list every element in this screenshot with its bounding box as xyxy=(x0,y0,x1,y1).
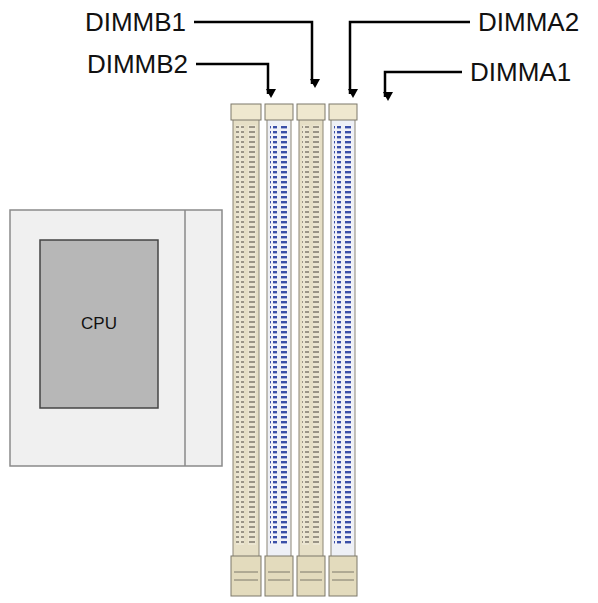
leader-line xyxy=(350,22,470,94)
slot-label: DIMMB1 xyxy=(85,8,186,36)
leader-lines xyxy=(194,22,470,97)
cpu-socket xyxy=(10,210,222,466)
leader-line xyxy=(194,22,312,84)
dimm-slots xyxy=(231,104,357,596)
dimm-slot xyxy=(231,104,261,596)
chip-label: CPU xyxy=(81,314,117,334)
dimm-slot xyxy=(329,104,357,596)
dimm-slot xyxy=(265,104,293,596)
leader-line xyxy=(385,72,462,97)
slot-label: DIMMB2 xyxy=(87,50,188,78)
dimm-slot xyxy=(297,104,325,596)
slot-label: DIMMA2 xyxy=(478,8,579,36)
leader-line xyxy=(196,64,268,94)
slot-label: DIMMA1 xyxy=(470,58,571,86)
cpu-chip: CPU xyxy=(40,240,158,408)
